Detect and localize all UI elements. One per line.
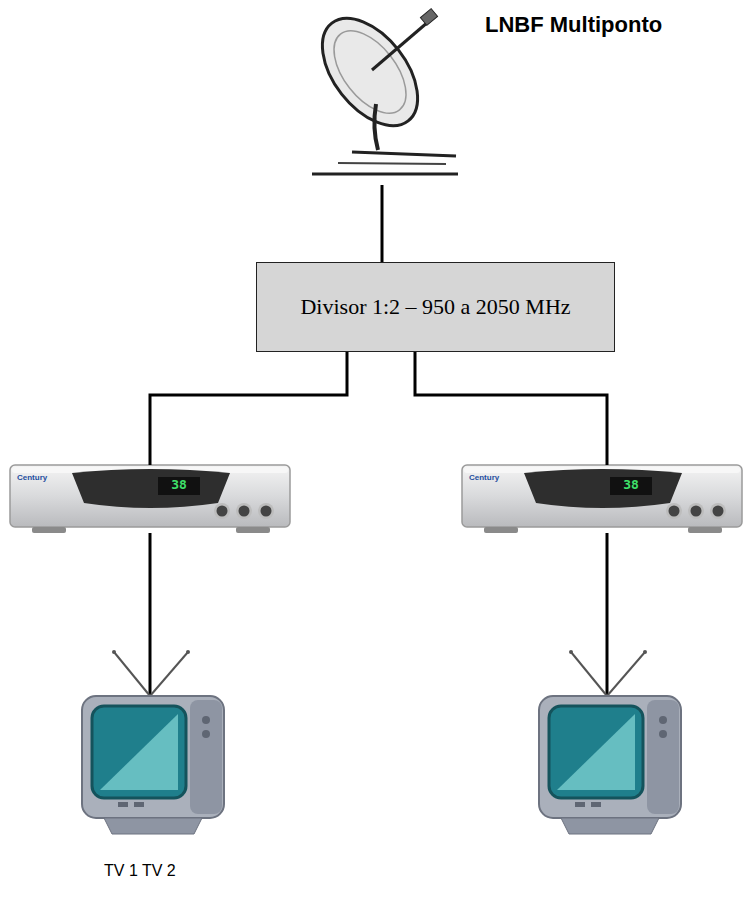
display-digits: 38: [610, 477, 652, 492]
splitter-box: Divisor 1:2 – 950 a 2050 MHz: [256, 262, 615, 352]
dish-label: LNBF Multiponto: [485, 12, 662, 38]
television: [82, 650, 224, 834]
video-cable: [606, 533, 609, 696]
coax-cable: [415, 352, 607, 465]
television: [539, 650, 681, 834]
brand-label: Century: [469, 473, 499, 482]
brand-label: Century: [17, 473, 47, 482]
satellite-receiver: [10, 465, 290, 533]
receiver-node: Century 38: [10, 465, 290, 527]
splitter-label: Divisor 1:2 – 950 a 2050 MHz: [300, 294, 570, 320]
coax-cable: [381, 185, 384, 262]
video-cable: [149, 533, 152, 696]
dish-node: LNBF Multiponto: [300, 0, 465, 185]
satellite-dish: [303, 1, 458, 174]
coax-cable: [150, 352, 347, 465]
satellite-receiver: [462, 465, 742, 533]
receiver-node: Century 38: [462, 465, 742, 527]
device-label: TV 1 TV 2: [104, 862, 176, 880]
display-digits: 38: [158, 477, 200, 492]
